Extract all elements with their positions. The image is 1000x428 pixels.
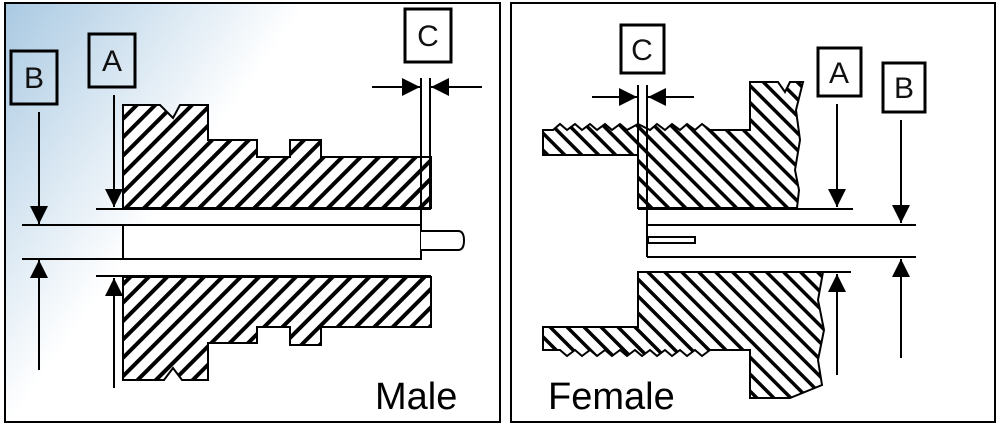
female-label-b: B <box>894 72 914 105</box>
female-panel <box>510 2 996 423</box>
male-pin-tip <box>421 230 466 251</box>
female-label-c: C <box>631 34 653 67</box>
male-panel-frame <box>4 2 501 423</box>
female-label-a: A <box>829 57 849 90</box>
male-lower-body <box>122 276 432 381</box>
female-socket-slot <box>647 236 696 244</box>
male-panel <box>4 2 501 423</box>
female-lower-body <box>542 271 826 399</box>
male-caption: Male <box>375 376 457 418</box>
female-caption: Female <box>548 376 675 418</box>
male-label-a: A <box>102 45 122 78</box>
male-pin <box>122 224 422 260</box>
female-upper-body <box>542 81 805 209</box>
male-label-b: B <box>24 62 44 95</box>
male-label-c: C <box>417 20 439 53</box>
